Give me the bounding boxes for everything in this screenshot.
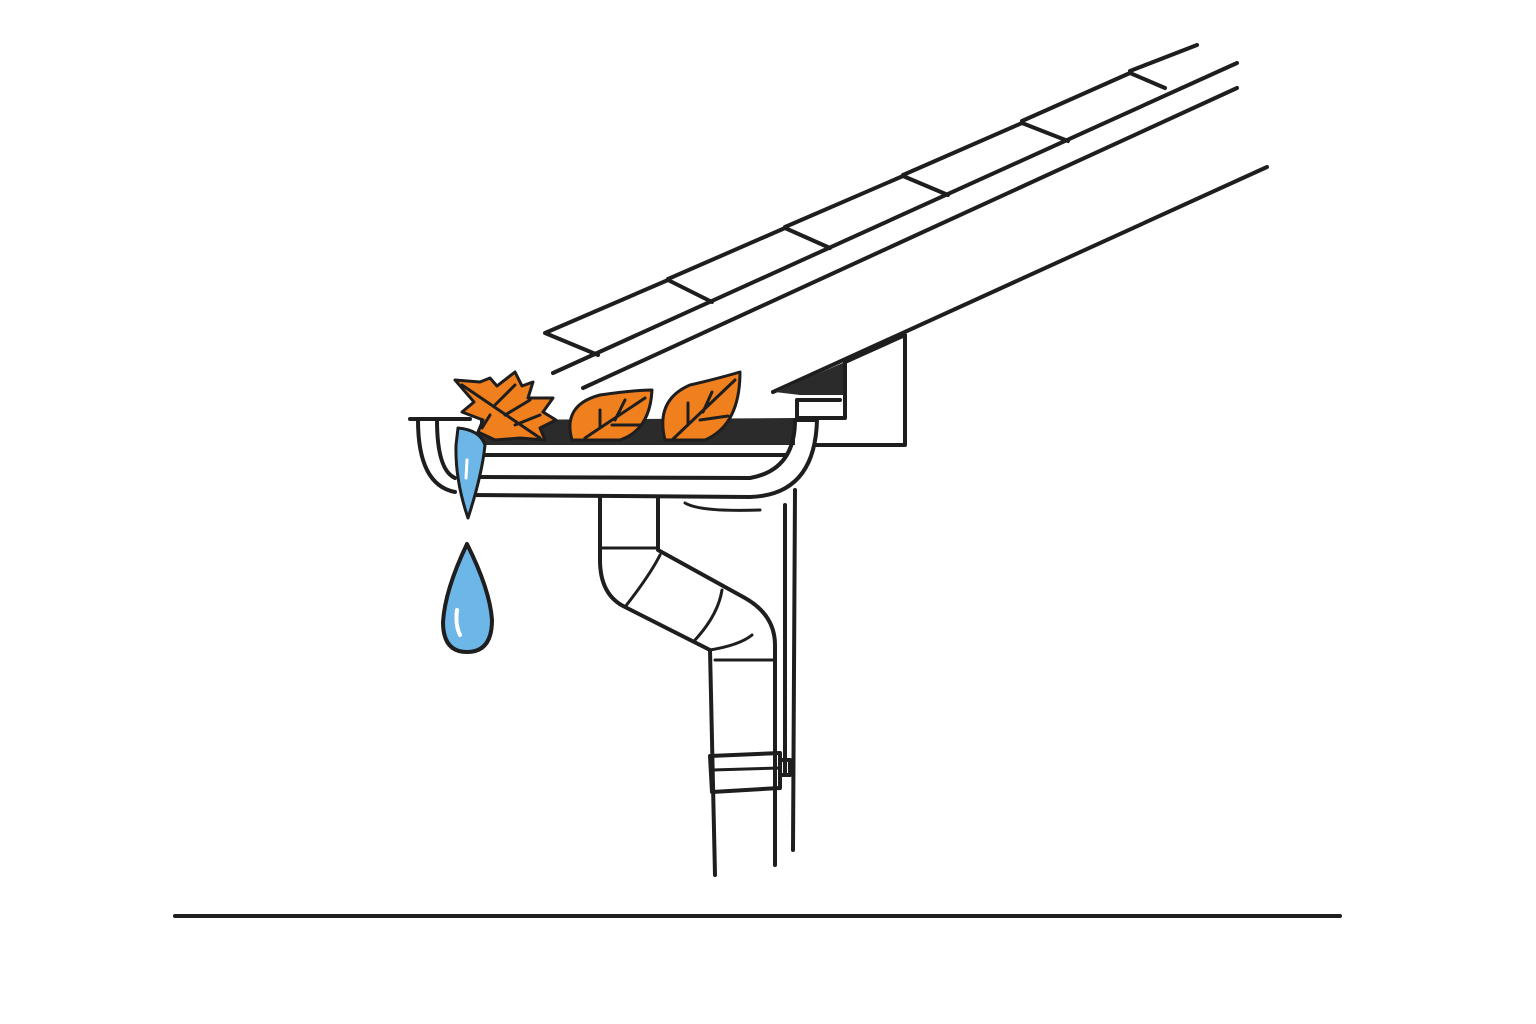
leaf-icon [453, 370, 742, 442]
water-drop-icon [441, 426, 494, 654]
roof-icon [543, 43, 1269, 447]
downspout-icon [598, 488, 797, 877]
